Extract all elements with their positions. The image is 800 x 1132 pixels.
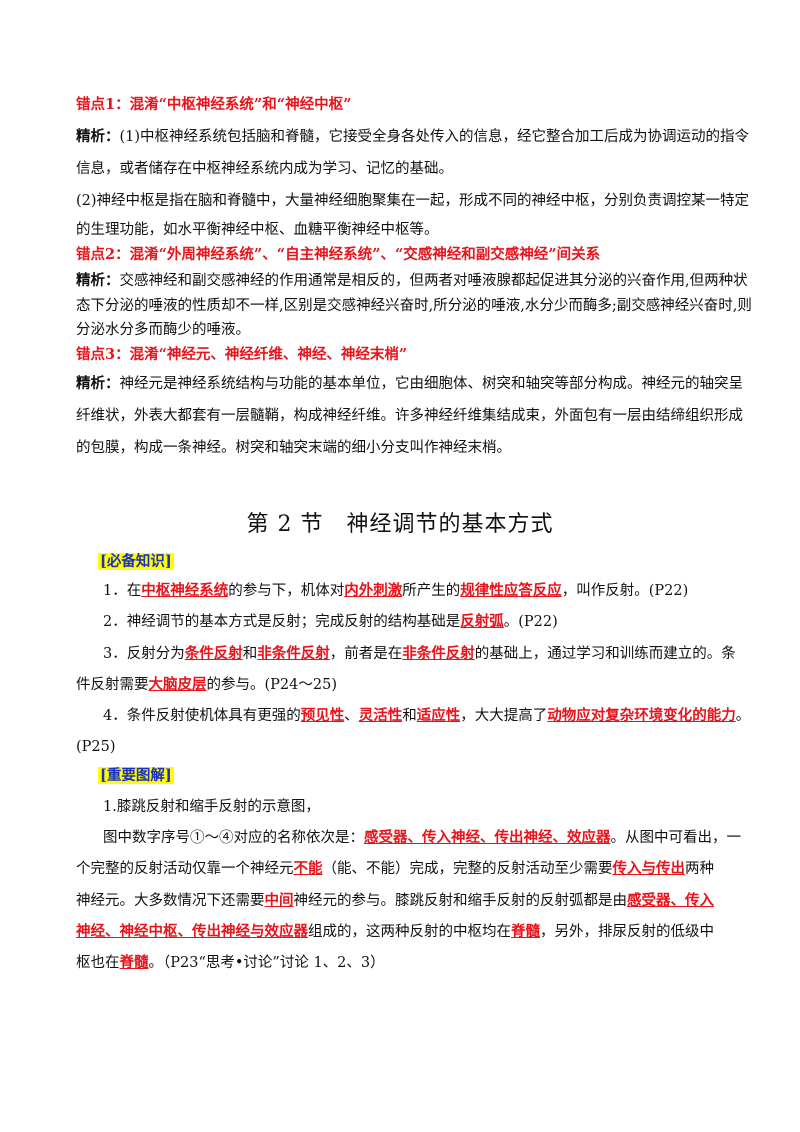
keyword: 中枢神经系统 [141, 582, 229, 599]
keyword: 感受器、传入 [627, 892, 714, 909]
error3-text: 神经元是神经系统结构与功能的基本单位，它由细胞体、树突和轴突等部分构成。神经元的… [119, 376, 744, 392]
diagram-line-4: 神经元。大多数情况下还需要中间神经元的参与。膝跳反射和缩手反射的反射弧都是由感受… [76, 892, 714, 909]
error2-line2: 态下分泌的唾液的性质却不一样,区别是交感神经兴奋时,所分泌的唾液,水分少而酶多;… [76, 298, 752, 314]
error2-line1: 精析：交感神经和副交感神经的作用通常是相反的，但两者对唾液腺都起促进其分泌的兴奋… [76, 271, 748, 291]
error1-para1: 精析：(1)中枢神经系统包括脑和脊髓，它接受全身各处传入的信息，经它整合加工后成… [76, 127, 749, 147]
knowledge-item-2: 2．神经调节的基本方式是反射；完成反射的结构基础是反射弧。(P22) [103, 613, 558, 630]
keyword: 中间 [264, 892, 294, 909]
keyword: 大脑皮层 [148, 676, 207, 693]
keyword: 内外刺激 [344, 582, 403, 599]
section-title: 第 2 节 神经调节的基本方式 [246, 512, 554, 537]
error3-line1: 精析：神经元是神经系统结构与功能的基本单位，它由细胞体、树突和轴突等部分构成。神… [76, 374, 743, 394]
keyword: 脊髓 [119, 954, 149, 971]
keyword: 非条件反射 [257, 645, 330, 662]
keyword: 规律性应答反应 [460, 582, 562, 599]
knowledge-item-3: 3．反射分为条件反射和非条件反射，前者是在非条件反射的基础上，通过学习和训练而建… [103, 645, 736, 662]
error2-text: 交感神经和副交感神经的作用通常是相反的，但两者对唾液腺都起促进其分泌的兴奋作用,… [119, 273, 748, 289]
error1-text: (1)中枢神经系统包括脑和脊髓，它接受全身各处传入的信息，经它整合加工后成为协调… [119, 129, 750, 145]
keyword: 传入与传出 [612, 860, 686, 877]
keyword: 非条件反射 [402, 645, 475, 662]
knowledge-item-4: 4．条件反射使机体具有更强的预见性、灵活性和适应性，大大提高了动物应对复杂环境变… [103, 707, 751, 724]
knowledge-item-3b: 件反射需要大脑皮层的参与。(P24～25) [76, 676, 337, 693]
keyword: 适应性 [416, 707, 461, 724]
knowledge-item-1: 1．在中枢神经系统的参与下，机体对内外刺激所产生的规律性应答反应，叫作反射。(P… [103, 582, 689, 599]
keyword: 不能 [293, 860, 323, 877]
error1-heading: 错点1：混淆“中枢神经系统”和“神经中枢” [76, 96, 352, 113]
keyword: 灵活性 [358, 707, 403, 724]
error3-line2: 纤维状，外表大都套有一层髓鞘，构成神经纤维。许多神经纤维集结成束，外面包有一层由… [76, 408, 743, 424]
diagram-line-1: 1.膝跳反射和缩手反射的示意图， [103, 799, 320, 815]
keyword: 反射弧 [460, 613, 504, 630]
diagram-line-5: 神经、神经中枢、传出神经与效应器组成的，这两种反射的中枢均在脊髓，另外，排尿反射… [76, 923, 714, 940]
diagram-tag-label: [重要图解] [98, 767, 174, 784]
knowledge-tag-label: [必备知识] [98, 553, 174, 570]
error3-line3: 的包膜，构成一条神经。树突和轴突末端的细小分支叫作神经末梢。 [76, 440, 511, 456]
error1-para1b: 信息，或者储存在中枢神经系统内成为学习、记忆的基础。 [76, 161, 453, 177]
error1-para2: (2)神经中枢是指在脑和脊髓中，大量神经细胞聚集在一起，形成不同的神经中枢，分别… [76, 193, 750, 209]
knowledge-item-4b: (P25) [76, 739, 116, 755]
knowledge-tag: [必备知识] [98, 552, 174, 572]
diagram-line-6: 枢也在脊髓。（P23“思考•讨论”讨论 1、2、3） [76, 954, 385, 971]
error2-line3: 分泌水分多而酶少的唾液。 [76, 322, 250, 338]
error1-para2b: 的生理功能，如水平衡神经中枢、血糖平衡神经中枢等。 [76, 222, 439, 238]
keyword: 感受器、传入神经、传出神经、效应器 [364, 829, 611, 846]
diagram-tag: [重要图解] [98, 766, 174, 786]
diagram-line-2: 图中数字序号①～④对应的名称依次是：感受器、传入神经、传出神经、效应器。从图中可… [103, 829, 741, 846]
analysis-label: 精析： [76, 128, 120, 145]
error3-heading: 错点3：混淆“神经元、神经纤维、神经、神经末梢” [76, 346, 408, 363]
keyword: 预见性 [300, 707, 345, 724]
error2-heading: 错点2：混淆“外周神经系统”、“自主神经系统”、“交感神经和副交感神经”间关系 [76, 246, 601, 263]
analysis-label: 精析： [76, 375, 120, 392]
keyword: 脊髓 [511, 923, 540, 940]
keyword: 条件反射 [184, 645, 243, 662]
analysis-label: 精析： [76, 272, 120, 289]
keyword: 动物应对复杂环境变化的能力 [547, 707, 736, 724]
keyword: 神经、神经中枢、传出神经与效应器 [76, 923, 308, 940]
diagram-line-3: 个完整的反射活动仅靠一个神经元不能（能、不能）完成，完整的反射活动至少需要传入与… [76, 860, 714, 877]
